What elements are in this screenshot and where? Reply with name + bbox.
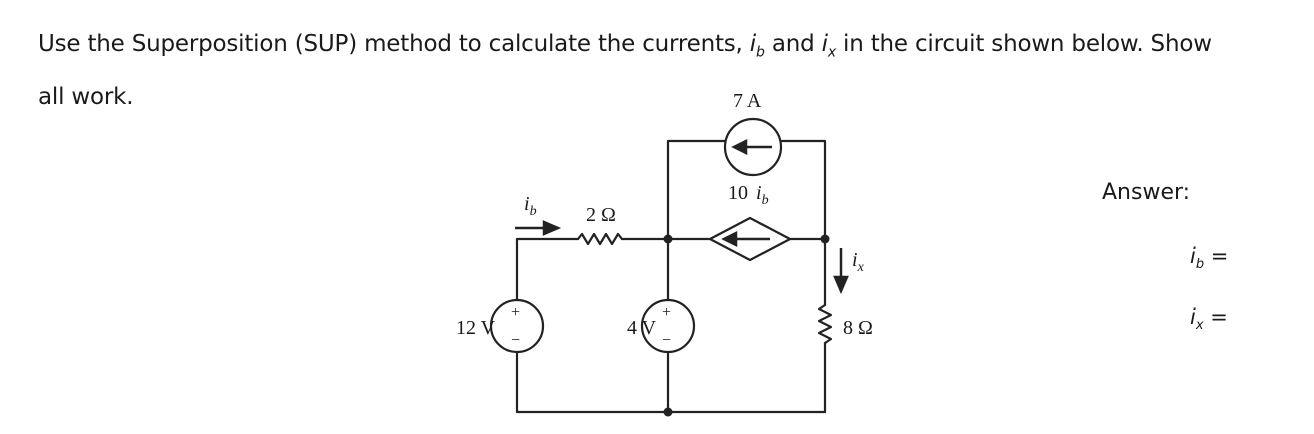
current-source-7a (723, 117, 783, 177)
node-dot-top (663, 234, 673, 244)
label-ix: ix (852, 249, 865, 275)
label-8-ohm: 8 Ω (843, 317, 873, 339)
answer-ix-line: ix = (1190, 305, 1228, 334)
resistor-8-ohm (817, 303, 833, 345)
plus-4v: + (662, 304, 671, 321)
voltage-source-4v (640, 298, 696, 354)
wire-top-left (666, 139, 727, 241)
answer-ib-line: ib = (1190, 244, 1229, 273)
resistor-2-ohm (576, 232, 624, 246)
label-2-ohm: 2 Ω (586, 204, 616, 226)
and-word: and (771, 31, 815, 57)
problem-statement: Use the Superposition (SUP) method to ca… (38, 22, 1288, 119)
ib-symbol: ib (749, 31, 765, 61)
answer-title: Answer: (1102, 180, 1191, 205)
arrow-ib-head (542, 220, 562, 236)
arrow-dependent-head (721, 230, 738, 248)
arrow-7a-head (731, 138, 748, 156)
problem-line1: Use the Superposition (SUP) method to ca… (38, 31, 743, 57)
node-dot-bottom (663, 407, 673, 417)
arrow-ix-head (833, 275, 849, 295)
plus-12v: + (511, 304, 520, 321)
dependent-current-source (708, 216, 792, 262)
wire-12v-bottom (515, 350, 827, 414)
wire-left (515, 237, 580, 302)
label-12v: 12 V (456, 317, 496, 339)
wire-top-right (780, 139, 827, 241)
label-7a: 7 A (733, 90, 762, 112)
minus-12v: − (511, 332, 520, 349)
label-dependent: 10 ib (728, 182, 769, 208)
node-dot-right (820, 234, 830, 244)
problem-line1-end: in the circuit shown below. Show (843, 31, 1212, 57)
minus-4v: − (662, 332, 671, 349)
label-ib: ib (524, 193, 537, 219)
label-4v: 4 V (627, 317, 657, 339)
ix-symbol: ix (821, 31, 836, 61)
problem-line2: all work. (38, 83, 134, 110)
voltage-source-12v (489, 298, 545, 354)
